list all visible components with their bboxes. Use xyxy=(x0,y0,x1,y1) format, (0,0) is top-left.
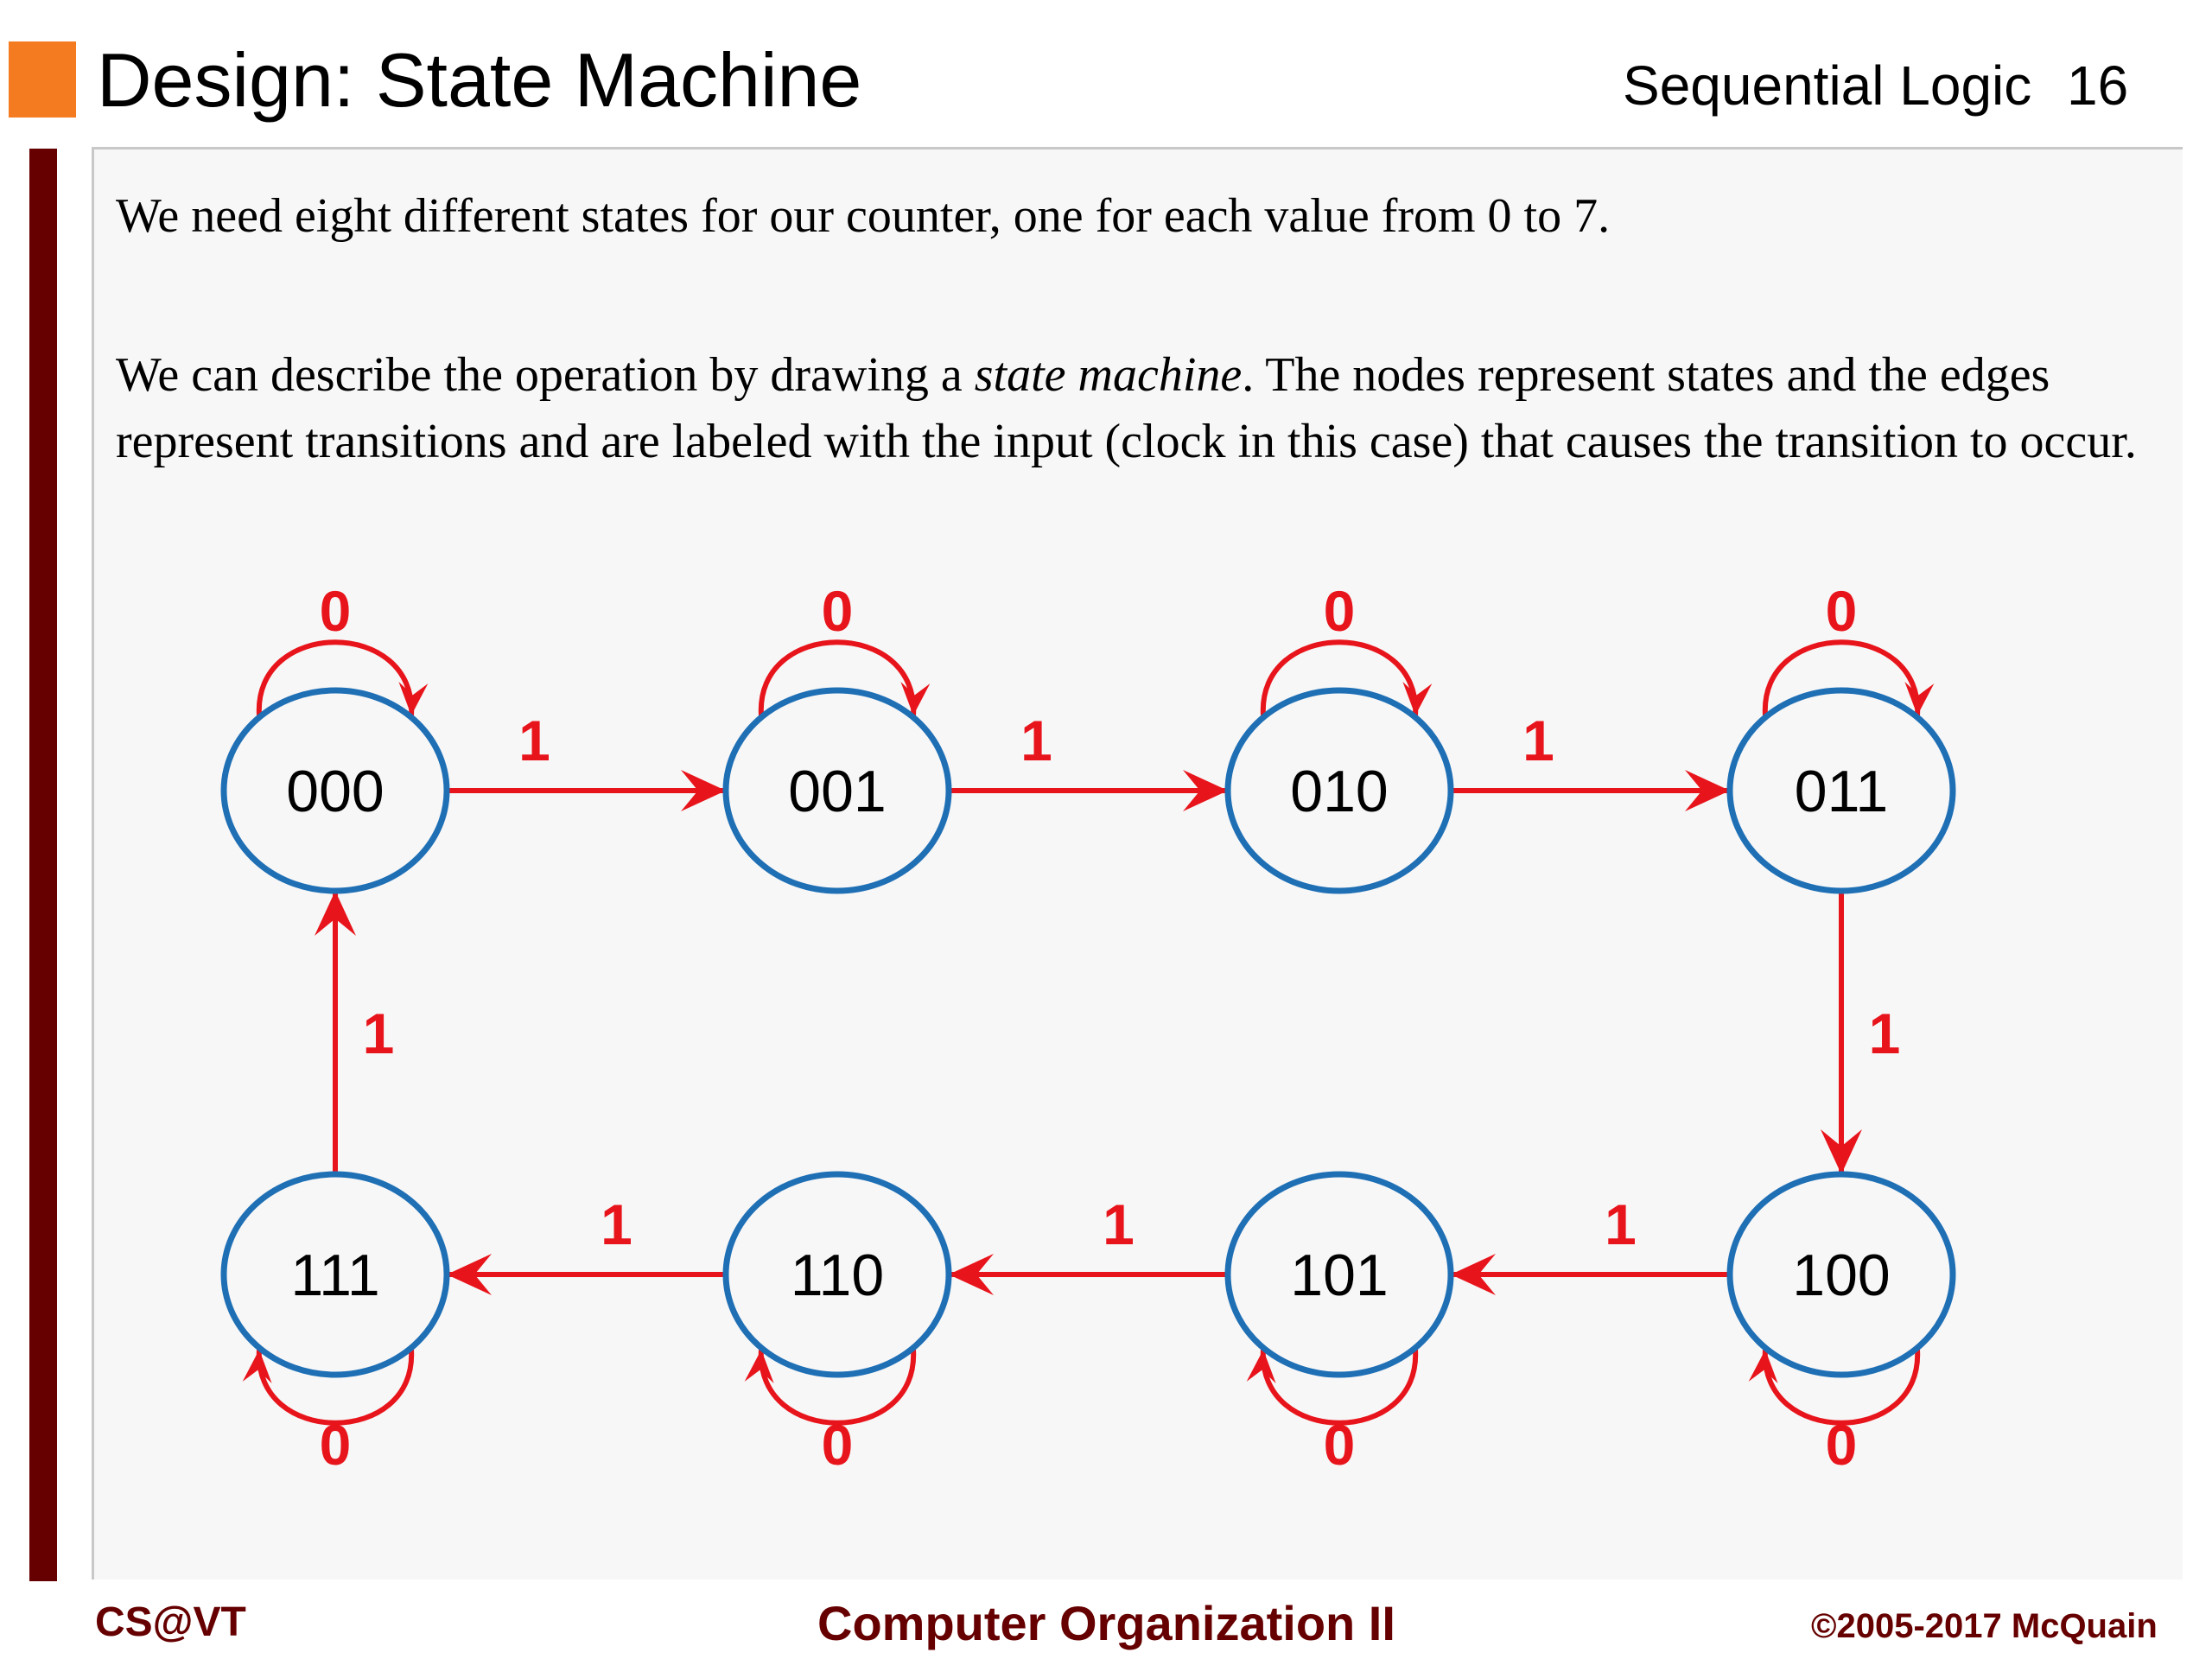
paragraph-2-text-after: . The nodes represent states and the edg… xyxy=(116,348,2137,468)
slide-topic: Sequential Logic xyxy=(1623,54,2032,117)
self-loop-arrowhead-101 xyxy=(1246,1350,1276,1383)
self-loop-arrowhead-001 xyxy=(900,682,931,715)
state-node-011 xyxy=(1726,687,1956,894)
self-loop-label-000: 0 xyxy=(320,579,352,643)
state-label-000: 000 xyxy=(286,759,384,824)
paragraph-2-emphasis: state machine xyxy=(974,348,1243,402)
self-loop-011 xyxy=(1762,639,1921,716)
paragraph-1: We need eight different states for our c… xyxy=(116,189,1611,243)
state-node-110 xyxy=(722,1171,952,1378)
transition-label-001-to-010: 1 xyxy=(1020,709,1052,772)
page-number: 16 xyxy=(2067,54,2129,117)
transition-label-101-to-110: 1 xyxy=(1103,1192,1135,1256)
transition-arrowhead-001-to-010 xyxy=(1183,770,1228,811)
state-label-011: 011 xyxy=(1795,759,1888,824)
self-loop-label-111: 0 xyxy=(320,1413,352,1477)
self-loop-111 xyxy=(256,1349,415,1426)
transition-arrowhead-110-to-111 xyxy=(447,1254,492,1295)
transition-label-111-to-000: 1 xyxy=(363,1001,395,1065)
slide-title: Design: State Machine xyxy=(97,37,862,123)
self-loop-arrowhead-110 xyxy=(744,1350,774,1383)
transition-arrowhead-011-to-100 xyxy=(1821,1129,1862,1174)
self-loop-101 xyxy=(1260,1349,1419,1426)
self-loop-001 xyxy=(758,639,917,716)
left-accent-bar xyxy=(29,149,57,1581)
state-label-110: 110 xyxy=(791,1243,884,1308)
footer-copyright: ©2005-2017 McQuain xyxy=(1811,1607,2158,1645)
footer-institution: CS@VT xyxy=(95,1599,246,1645)
paragraph-2-text-before: We can describe the operation by drawing… xyxy=(116,348,975,402)
state-node-100 xyxy=(1726,1171,1956,1378)
self-loop-label-100: 0 xyxy=(1826,1413,1858,1477)
self-loop-010 xyxy=(1260,639,1419,716)
self-loop-arrowhead-000 xyxy=(398,682,429,715)
self-loop-110 xyxy=(758,1349,917,1426)
self-loop-arrowhead-011 xyxy=(1904,682,1935,715)
state-label-100: 100 xyxy=(1792,1243,1890,1308)
transition-label-100-to-101: 1 xyxy=(1605,1192,1637,1256)
state-node-101 xyxy=(1224,1171,1454,1378)
title-accent-square xyxy=(9,41,76,118)
footer-course: Computer Organization II xyxy=(817,1596,1395,1650)
state-label-001: 001 xyxy=(788,759,886,824)
self-loop-arrowhead-100 xyxy=(1748,1350,1778,1383)
transition-label-011-to-100: 1 xyxy=(1869,1001,1901,1065)
state-label-101: 101 xyxy=(1290,1243,1388,1308)
self-loop-label-010: 0 xyxy=(1324,579,1356,643)
self-loop-label-001: 0 xyxy=(822,579,854,643)
state-label-111: 111 xyxy=(290,1243,379,1308)
state-node-111 xyxy=(220,1171,450,1378)
self-loop-arrowhead-111 xyxy=(242,1350,272,1383)
transition-arrowhead-000-to-001 xyxy=(681,770,726,811)
self-loop-label-101: 0 xyxy=(1324,1413,1356,1477)
transition-arrowhead-010-to-011 xyxy=(1685,770,1730,811)
self-loop-label-011: 0 xyxy=(1826,579,1858,643)
self-loop-000 xyxy=(256,639,415,716)
paragraph-2: We can describe the operation by drawing… xyxy=(116,342,2164,475)
self-loop-label-110: 0 xyxy=(822,1413,854,1477)
state-node-010 xyxy=(1224,687,1454,894)
transition-arrowhead-101-to-110 xyxy=(949,1254,994,1295)
self-loop-arrowhead-010 xyxy=(1402,682,1433,715)
state-label-010: 010 xyxy=(1290,759,1388,824)
transition-arrowhead-111-to-000 xyxy=(315,891,356,936)
state-node-000 xyxy=(220,687,450,894)
self-loop-100 xyxy=(1762,1349,1921,1426)
transition-label-010-to-011: 1 xyxy=(1522,709,1554,772)
transition-label-110-to-111: 1 xyxy=(601,1192,632,1256)
transition-arrowhead-100-to-101 xyxy=(1451,1254,1496,1295)
transition-label-000-to-001: 1 xyxy=(518,709,550,772)
state-node-001 xyxy=(722,687,952,894)
